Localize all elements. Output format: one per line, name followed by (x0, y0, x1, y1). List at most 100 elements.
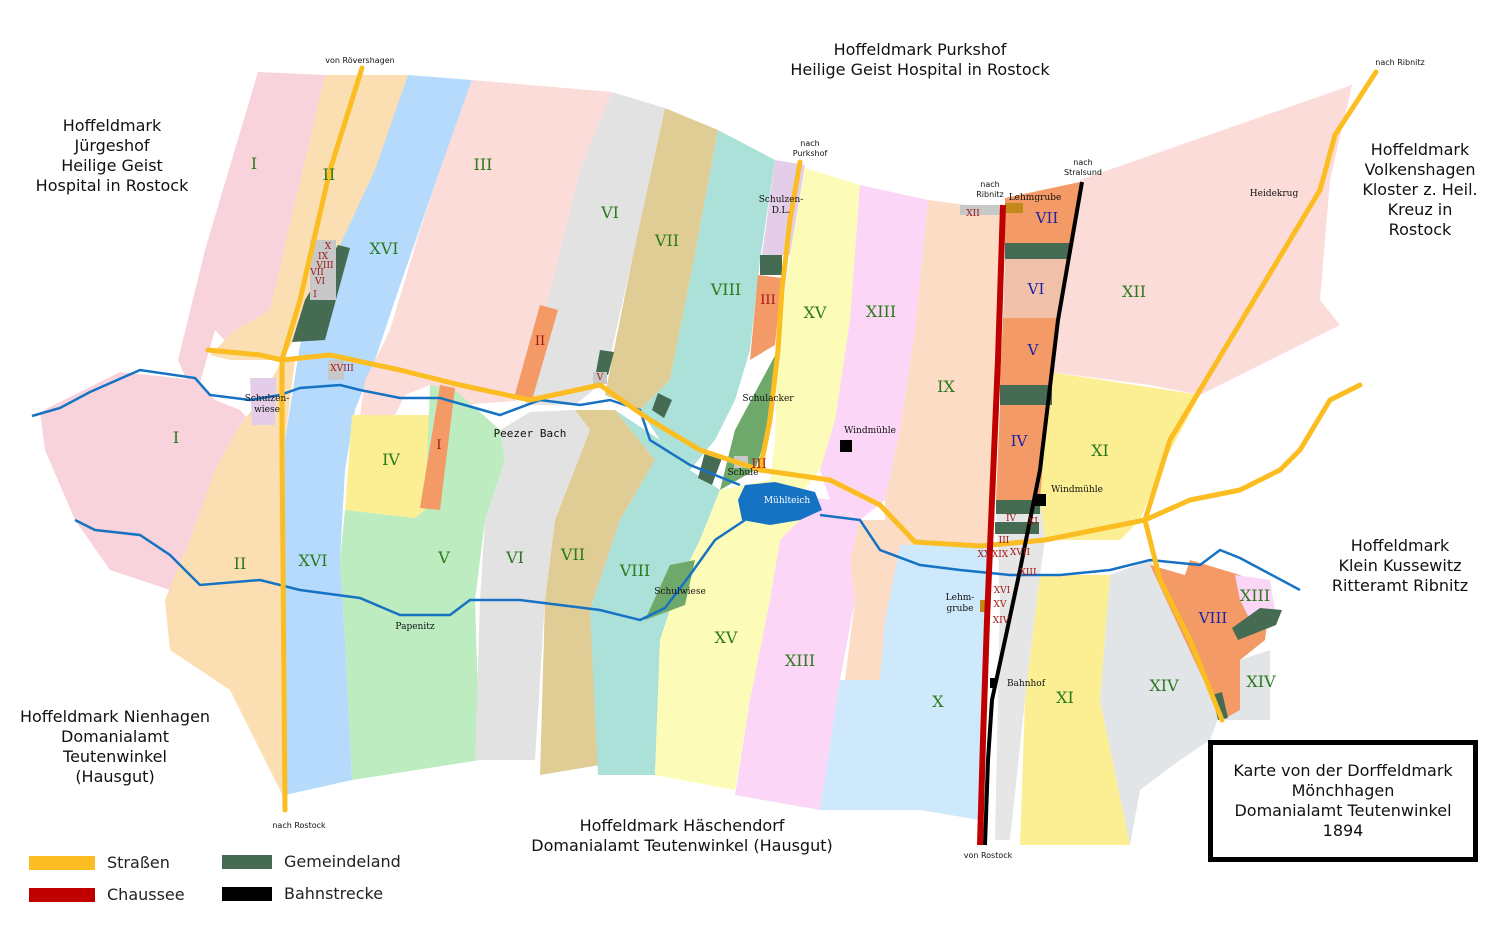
parcel-VI-north (525, 92, 665, 405)
label-XIV-east: XIV (1246, 672, 1276, 691)
label-lehmgrube-bottom-1: Lehm- (946, 593, 975, 603)
label-s-III: III (999, 536, 1010, 546)
label-s-XVI: XVI (994, 586, 1011, 596)
parcels (40, 72, 1352, 845)
parcel-VII-north (605, 108, 718, 410)
nienhagen-line-1: Hoffeldmark Nienhagen (19, 707, 211, 726)
label-s-XI: XI (1028, 517, 1038, 527)
chaussee-line (977, 204, 1006, 846)
parcel-XV-south (655, 480, 800, 790)
label-schulwiese: Schulwiese (654, 587, 706, 597)
label-r-III: III (760, 293, 775, 308)
label-VIII-north: VIII (710, 280, 742, 299)
parcel-XII (1050, 85, 1352, 395)
road-endpoint-labels: von Rövershagen nach Purkshof nach Ribni… (272, 56, 1424, 860)
parcel-IV (345, 415, 430, 518)
label-XI-mid: XI (1091, 441, 1109, 460)
label-XVI-north: XVI (369, 239, 398, 258)
label-schulacker: Schulacker (742, 394, 794, 404)
label-s-IV: IV (1006, 514, 1017, 524)
gemeindeland-5 (760, 255, 782, 275)
label-s-VII: VII (309, 268, 324, 278)
tiny-numerals: X IX VIII VII VI I IV XI III XX XIX XVII… (309, 242, 1038, 626)
road-purkshof (757, 159, 803, 473)
label-s-X: X (325, 242, 332, 252)
parcel-schulwiese (645, 560, 695, 620)
nienhagen-line-3: Teutenwinkel (63, 747, 167, 766)
label-XII: XII (1122, 282, 1146, 301)
label-muehlteich: Mühlteich (764, 496, 811, 506)
label-windmuehle-2: Windmühle (1051, 485, 1103, 495)
gemeindeland-2 (1000, 385, 1052, 405)
label-strip-V: V (1027, 341, 1040, 359)
parcel-II-strip (514, 305, 558, 400)
juergeshof-line-2: Jürgeshof (74, 136, 150, 155)
gemeindeland-7 (652, 393, 672, 418)
parcel-strip-VI (1003, 258, 1068, 318)
label-XIII-south: XIII (785, 651, 815, 670)
windmuehle-marker-1 (840, 440, 852, 452)
small-parcel-top (960, 205, 1005, 215)
label-II-north: II (323, 165, 336, 184)
label-II-south: II (234, 554, 247, 573)
label-nach-stralsund-1: nach (1073, 158, 1092, 167)
muehlteich-pond (738, 482, 822, 525)
kussewitz-line-2: Klein Kussewitz (1338, 556, 1462, 575)
juergeshof-line-1: Hoffeldmark (62, 116, 162, 135)
parcel-strip-V (1000, 318, 1060, 385)
label-s-XX: XX (978, 550, 991, 560)
parcel-schulacker (720, 350, 778, 490)
volkenshagen-line-1: Hoffeldmark (1370, 140, 1470, 159)
parcel-XI-mid (1040, 372, 1200, 540)
label-XI-south: XI (1056, 688, 1074, 707)
label-VIII-east: VIII (1198, 609, 1228, 627)
label-heidekrug: Heidekrug (1250, 189, 1299, 199)
road-east (1142, 382, 1363, 523)
gemeindeland-6 (596, 350, 614, 375)
lehmgrube-top (1005, 203, 1023, 213)
haeschendorf-line-1: Hoffeldmark Häschendorf (579, 816, 785, 835)
gemeindeland-3 (996, 500, 1040, 514)
neighbor-volkenshagen: Hoffeldmark Volkenshagen Kloster z. Heil… (1350, 140, 1490, 240)
parcel-VIII-north (640, 130, 775, 470)
label-s-XIX: XIX (992, 550, 1009, 560)
parcel-VI-south (475, 410, 590, 760)
legend-chaussee-label: Chaussee (107, 885, 185, 904)
legend-strassen-label: Straßen (107, 853, 170, 872)
title-line-3: Domanialamt Teutenwinkel (1234, 801, 1452, 820)
legend-strassen: Straßen (29, 853, 170, 872)
label-IX: IX (937, 377, 955, 396)
label-VI-north: VI (600, 203, 619, 222)
juergeshof-line-3: Heilige Geist (61, 156, 163, 175)
parcel-V (340, 385, 505, 780)
parcel-XIII-north (820, 185, 928, 520)
label-XIV-south: XIV (1149, 676, 1179, 695)
label-lehmgrube-top: Lehmgrube (1009, 193, 1062, 203)
kussewitz-line-3: Ritteramt Ribnitz (1331, 576, 1469, 595)
label-strip-VI: VI (1027, 280, 1045, 298)
label-schule: Schule (727, 468, 758, 478)
label-nach-rostock: nach Rostock (272, 821, 326, 830)
neighbor-purkshof: Hoffeldmark Purkshof Heilige Geist Hospi… (740, 40, 1100, 80)
strip-numerals: VII VI V IV VIII (1011, 209, 1228, 627)
windmuehle-marker-2 (1034, 494, 1046, 506)
parcel-XIV-south (1100, 560, 1270, 845)
legend-gemeindeland: Gemeindeland (222, 852, 401, 871)
label-von-rostock: von Rostock (964, 851, 1013, 860)
label-III-north: III (474, 155, 493, 174)
label-strip-VII: VII (1035, 209, 1059, 227)
neighbor-juergeshof: Hoffeldmark Jürgeshof Heilige Geist Hosp… (22, 116, 202, 196)
label-bahnhof: Bahnhof (1007, 679, 1046, 689)
bahnhof-marker (990, 678, 995, 688)
stream-east (819, 513, 1301, 592)
legend-gemeindeland-swatch (222, 854, 272, 869)
stream-south (74, 518, 746, 622)
label-lehmgrube-bottom-2: grube (947, 604, 974, 614)
label-nach-ribnitz-top: nach Ribnitz (1375, 58, 1424, 67)
parcel-XVI (285, 75, 472, 795)
label-IV: IV (382, 450, 400, 469)
label-nach-stralsund-2: Stralsund (1064, 168, 1102, 177)
purkshof-line-2: Heilige Geist Hospital in Rostock (790, 60, 1050, 79)
label-I-west: I (173, 428, 179, 447)
parcel-strip-VII (1005, 182, 1080, 258)
